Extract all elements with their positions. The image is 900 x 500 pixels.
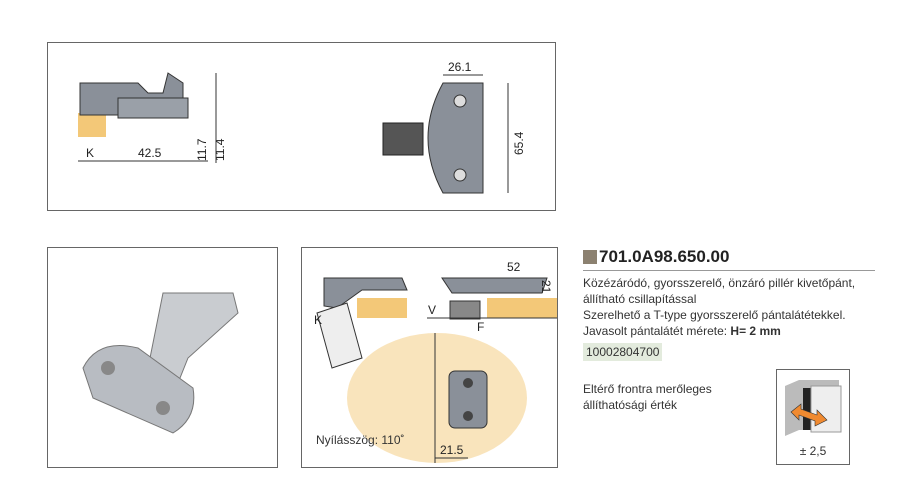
svg-text:11.4: 11.4 [213, 138, 227, 161]
desc-line: állítható csillapítással [583, 292, 697, 306]
hinge-photo [82, 292, 239, 434]
svg-text:65.4: 65.4 [512, 131, 526, 155]
adjustment-arrow-icon [785, 380, 842, 436]
desc-line: Szerelhető a T-type gyorsszerelő pántalá… [583, 308, 846, 322]
adjust-line: állíthatósági érték [583, 398, 678, 412]
top-technical-drawing: K 42.5 11.7 11.4 26.1 65.4 [47, 42, 556, 211]
product-code: 701.0A98.650.00 [599, 247, 730, 266]
svg-text:42.5: 42.5 [138, 146, 162, 160]
svg-text:21: 21 [539, 280, 553, 294]
svg-text:K: K [86, 146, 94, 160]
svg-text:V: V [428, 303, 436, 317]
opening-angle-label: Nyílásszög: 110˚ [316, 433, 405, 447]
svg-text:21.5: 21.5 [440, 443, 464, 457]
product-code-header: 701.0A98.650.00 [583, 247, 875, 271]
article-number[interactable]: 10002804700 [583, 343, 663, 361]
mounting-dimension-drawing: K V F 52 21 21.5 [314, 260, 557, 463]
adjustment-icon-box: ± 2,5 [776, 369, 850, 465]
adjustment-value: ± 2,5 [799, 444, 827, 458]
hinge-dimension-drawing: K 42.5 11.7 11.4 26.1 65.4 [78, 60, 526, 194]
desc-line: Közézáródó, gyorsszerelő, önzáró pillér … [583, 276, 856, 290]
plate-value: H= 2 mm [730, 324, 781, 338]
side-technical-drawing: K V F 52 21 21.5 Nyílásszög: 110˚ [301, 247, 558, 468]
adjust-line: Eltérő frontra merőleges [583, 382, 712, 396]
svg-text:52: 52 [507, 260, 521, 274]
code-marker-icon [583, 250, 597, 264]
adjustment-text: Eltérő frontra merőleges állíthatósági é… [583, 381, 712, 413]
svg-text:11.7: 11.7 [195, 138, 209, 161]
product-photo [47, 247, 278, 468]
plate-label: Javasolt pántalátét mérete: [583, 324, 731, 338]
svg-text:K: K [314, 313, 322, 327]
svg-text:F: F [477, 320, 484, 334]
product-description: Közézáródó, gyorsszerelő, önzáró pillér … [583, 275, 855, 339]
svg-text:26.1: 26.1 [448, 60, 472, 74]
